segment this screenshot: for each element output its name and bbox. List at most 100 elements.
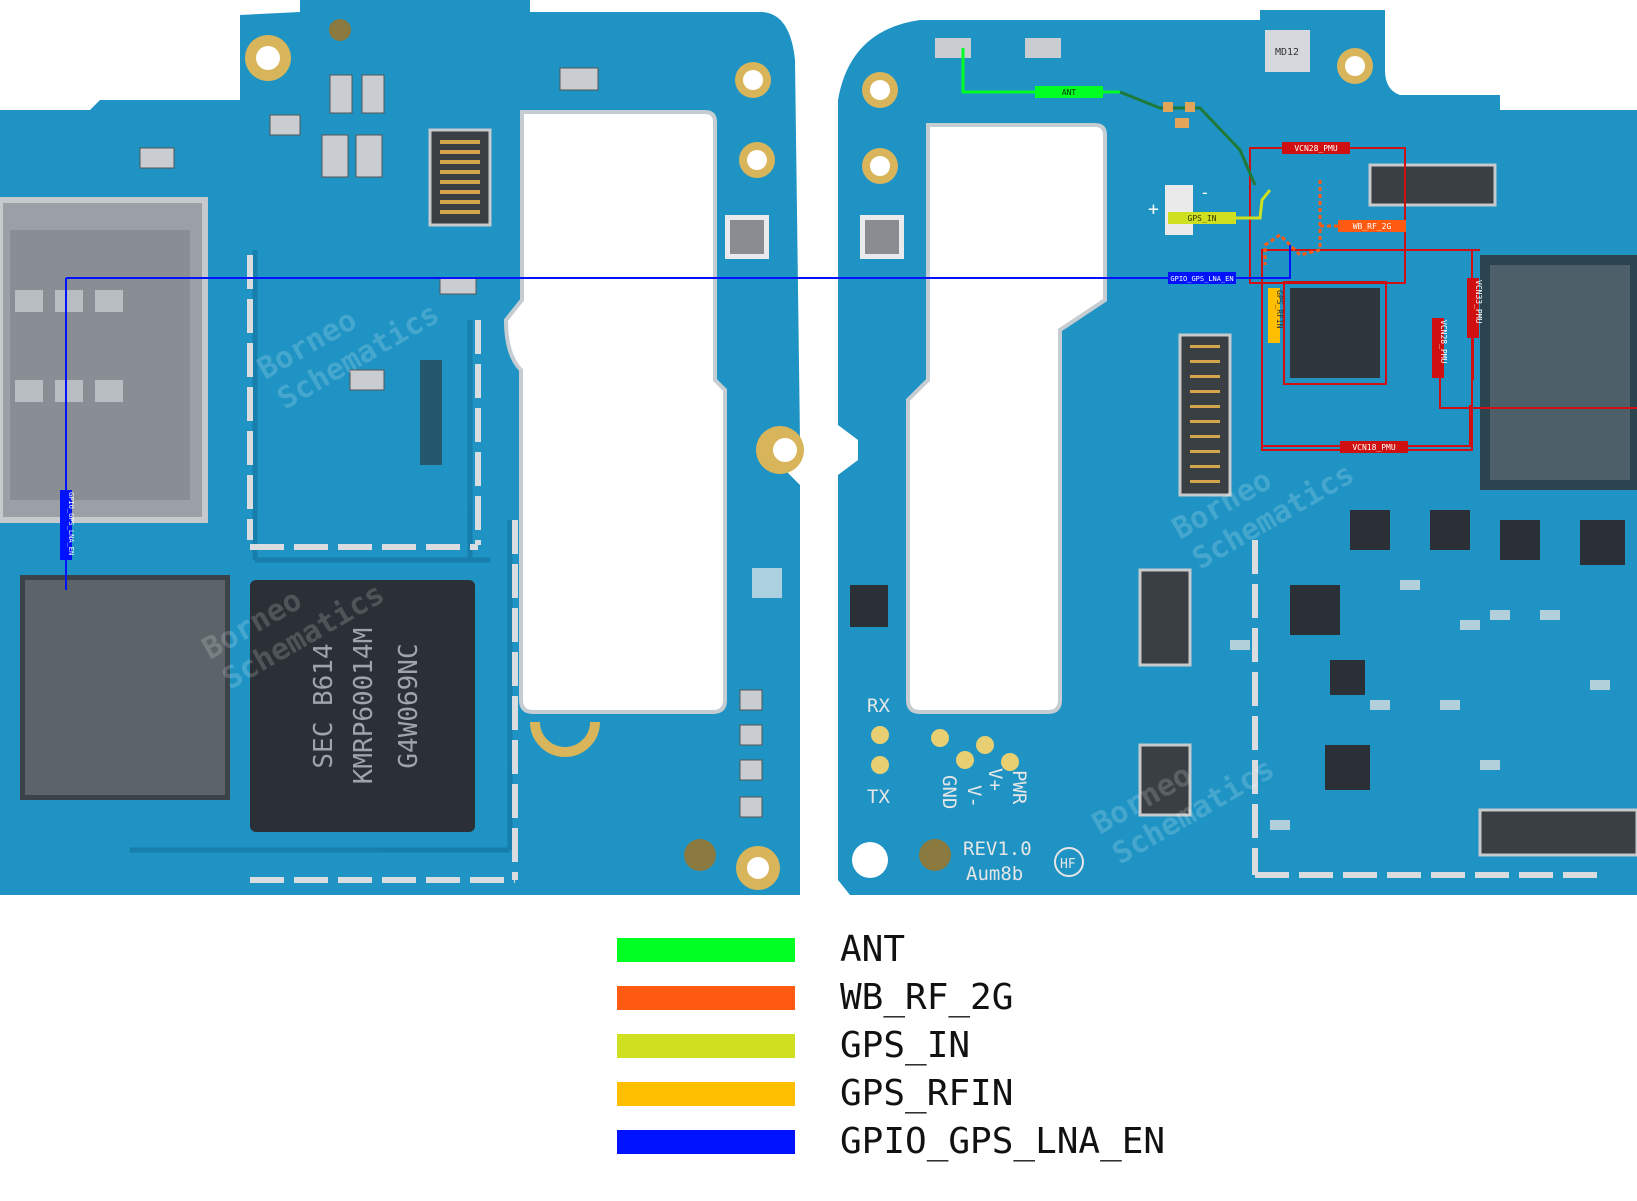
label-vminus: V-: [963, 785, 985, 808]
btb-connector: [1368, 163, 1497, 207]
label-gnd: GND: [938, 775, 960, 809]
power-components: [1290, 510, 1625, 790]
mount-hole: [329, 19, 351, 41]
legend-label: GPS_IN: [840, 1025, 971, 1066]
label-rev: REV1.0: [963, 838, 1032, 860]
rf-match-parts: [1163, 102, 1195, 128]
legend-label: WB_RF_2G: [840, 977, 1014, 1018]
mount-hole-center: [1345, 56, 1365, 76]
gps-in-component: [1165, 185, 1193, 235]
btb-connector: [1138, 568, 1192, 667]
ant-label-bg: [1035, 86, 1103, 98]
test-pad-array: [752, 568, 782, 598]
legend-label: GPS_RFIN: [840, 1073, 1014, 1114]
gps-ic: [1290, 288, 1380, 378]
gpio-label-vertical: GPIO_GPS_LNA_EN: [67, 492, 75, 555]
mount-hole-center: [747, 150, 767, 170]
left-shield-dashes: [247, 255, 518, 883]
mount-hole-center: [870, 156, 890, 176]
label-pwr: PWR: [1008, 770, 1030, 805]
gps-in-label: GPS_IN: [1188, 214, 1217, 223]
legend-swatch: [617, 986, 795, 1010]
antenna-clip: [935, 38, 971, 58]
wb-rf-2g-label: WB_RF_2G: [1353, 222, 1392, 231]
passive-components: [1230, 580, 1610, 830]
label-aum: Aum8b: [966, 863, 1023, 885]
crystal-marking: MD12: [1275, 47, 1299, 58]
pmic-bga-balls: [1490, 265, 1630, 480]
btb-connector: [1178, 333, 1232, 497]
label-hf: HF: [1060, 857, 1076, 872]
soc-bga-balls: [25, 580, 225, 795]
label-rx: RX: [867, 695, 890, 717]
frame-notch: [530, 721, 600, 757]
test-pad-array: [420, 360, 442, 465]
connector-pins: [440, 140, 480, 214]
test-pad-gnd: [931, 729, 949, 747]
left-board-cutout: [503, 110, 727, 714]
btb-connector: [428, 128, 492, 227]
sim-card-inner: [10, 230, 190, 500]
label-tx: TX: [867, 786, 890, 808]
vcn28-label: VCN28_PMU: [1294, 144, 1338, 153]
mount-hole: [919, 839, 951, 871]
antenna-clip: [1025, 38, 1061, 58]
pcb-board-view: SEC B614 KMRP60014M G4W069NC MD12: [0, 0, 1637, 895]
memory-chip: [250, 580, 475, 832]
memory-chip-line3: G4W069NC: [394, 643, 424, 768]
vcn33-label-bg: [1467, 278, 1479, 338]
signal-vcn-traces: [1262, 249, 1637, 447]
btb-connector: [1478, 808, 1637, 857]
vcn33-label: VCN33_PMU: [1474, 280, 1483, 324]
vcn18-label: VCN18_PMU: [1352, 443, 1396, 452]
datamatrix-pattern: [865, 220, 899, 254]
minus-sign: -: [1200, 183, 1210, 202]
mount-hole-center: [870, 80, 890, 100]
right-shield-dashes: [1252, 540, 1600, 878]
datamatrix-pattern: [730, 220, 764, 254]
mount-hole-center: [256, 46, 280, 70]
wb-rf-2g-label-bg: [1338, 220, 1406, 232]
right-board-cutout: [906, 123, 1107, 714]
crystal: [1265, 30, 1310, 72]
memory-chip-line2: KMRP60014M: [349, 628, 379, 785]
gpio-label-bg-vertical: [60, 490, 72, 560]
mount-hole-center: [773, 438, 797, 462]
legend-swatch: [617, 938, 795, 962]
gps-rfin-label-bg: [1268, 288, 1280, 343]
sim-contacts: [15, 290, 123, 402]
left-small-components: [139, 67, 763, 818]
legend-label: ANT: [840, 929, 906, 970]
rf-trace: [1119, 90, 1257, 186]
soc-bga: [20, 575, 230, 800]
vcn18-label-bg: [1340, 441, 1408, 453]
right-board-half: MD12: [838, 10, 1637, 895]
memory-chip-marking: SEC B614 KMRP60014M G4W069NC: [309, 628, 424, 785]
legend-swatch: [617, 1082, 795, 1106]
legend-swatch: [617, 1130, 795, 1154]
left-board-half: SEC B614 KMRP60014M G4W069NC: [0, 0, 804, 895]
vcn28-label-bg-2: [1432, 318, 1444, 378]
ant-label: ANT: [1062, 88, 1077, 97]
test-pad-rx: [871, 726, 889, 744]
gpio-label: GPIO_GPS_LNA_EN: [1170, 275, 1233, 283]
hf-mark: [1054, 847, 1084, 877]
left-board-traces: [130, 250, 513, 853]
test-pad-pwr: [1001, 753, 1019, 771]
vcn28-label-2: VCN28_PMU: [1439, 320, 1448, 364]
gps-in-label-bg: [1168, 212, 1236, 224]
mount-hole-center: [747, 857, 769, 879]
gpio-label-bg: [1168, 272, 1236, 284]
small-ic: [850, 585, 888, 627]
memory-chip-line1: SEC B614: [309, 643, 339, 768]
pmic-bga: [1480, 255, 1637, 490]
plus-sign: +: [1148, 199, 1159, 220]
vcn28-label-bg: [1282, 142, 1350, 154]
mount-hole-center: [743, 70, 763, 90]
gps-rfin-label: GPS_RFIN: [1275, 290, 1284, 329]
test-pad-tx: [871, 756, 889, 774]
signal-gps-in: [1236, 189, 1272, 220]
label-vplus: V+: [984, 768, 1006, 791]
legend-swatch: [617, 1034, 795, 1058]
